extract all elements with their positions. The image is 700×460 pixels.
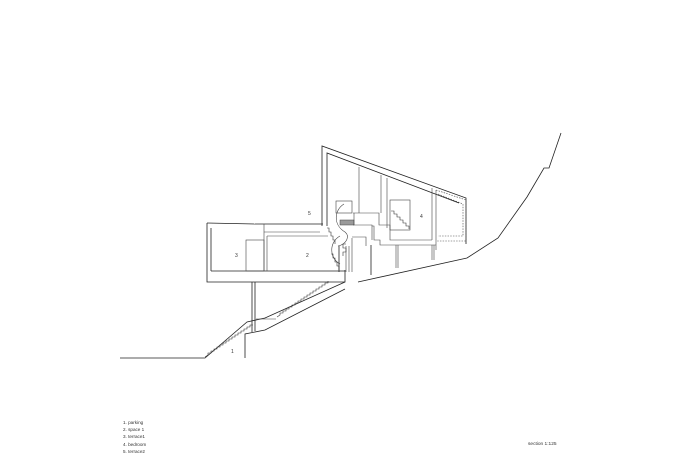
room-label-2: 2 (306, 253, 309, 259)
ground-line (120, 132, 562, 359)
legend-item-parking: 1. parking (123, 420, 144, 425)
scale-label: section 1:125 (528, 442, 557, 447)
legend-item-bedroom: 4. bedroom (123, 441, 147, 447)
lower-volume (206, 222, 346, 283)
room-label-1: 1 (231, 349, 234, 355)
legend-item-space1: 2. space 1 (123, 427, 145, 433)
room-labels: 1 2 3 4 5 (231, 211, 423, 355)
room-label-3: 3 (235, 253, 238, 259)
room-label-4: 4 (420, 214, 423, 220)
spiral-stair (327, 200, 373, 272)
support-column (251, 282, 256, 332)
legend-item-terrace2: 5. terrace2 (123, 448, 145, 454)
upper-volume (321, 145, 467, 275)
legend: 1. parking 2. space 1 3. terrace1 4. bed… (123, 419, 146, 455)
parking-stair (204, 281, 329, 358)
legend-item-terrace1: 3. terrace1 (123, 434, 145, 440)
room-label-5: 5 (308, 211, 311, 217)
